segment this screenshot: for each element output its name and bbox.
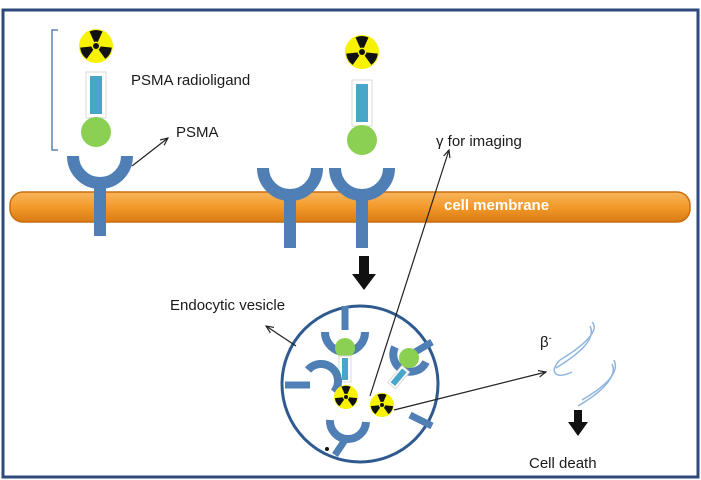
down-arrow-icon xyxy=(352,256,376,290)
beta-arrow xyxy=(393,372,546,411)
radiation-icon xyxy=(370,393,394,417)
psma-label: PSMA xyxy=(176,124,219,141)
cell-death-arrow xyxy=(568,410,588,436)
membrane-label: cell membrane xyxy=(444,197,550,214)
radioligand-1 xyxy=(80,71,112,148)
bracket xyxy=(51,29,58,151)
vesicle-label: Endocytic vesicle xyxy=(170,297,286,314)
radiation-icon xyxy=(345,35,379,69)
radiation-icon xyxy=(334,385,358,409)
frame xyxy=(1,8,700,479)
beta-label: β- xyxy=(540,333,552,351)
psma-pointer-arrow xyxy=(131,138,168,167)
radiation-icon xyxy=(79,29,113,63)
gamma-label: γ for imaging xyxy=(436,133,522,150)
gamma-arrow xyxy=(369,150,449,397)
beta-wave-icon xyxy=(553,321,617,407)
radioligand-2 xyxy=(346,79,378,156)
cell-death-label: Cell death xyxy=(529,455,597,472)
vesicle-pointer-arrow xyxy=(266,326,297,347)
radioligand-label: PSMA radioligand xyxy=(131,72,251,89)
endocytic-vesicle xyxy=(280,304,440,464)
